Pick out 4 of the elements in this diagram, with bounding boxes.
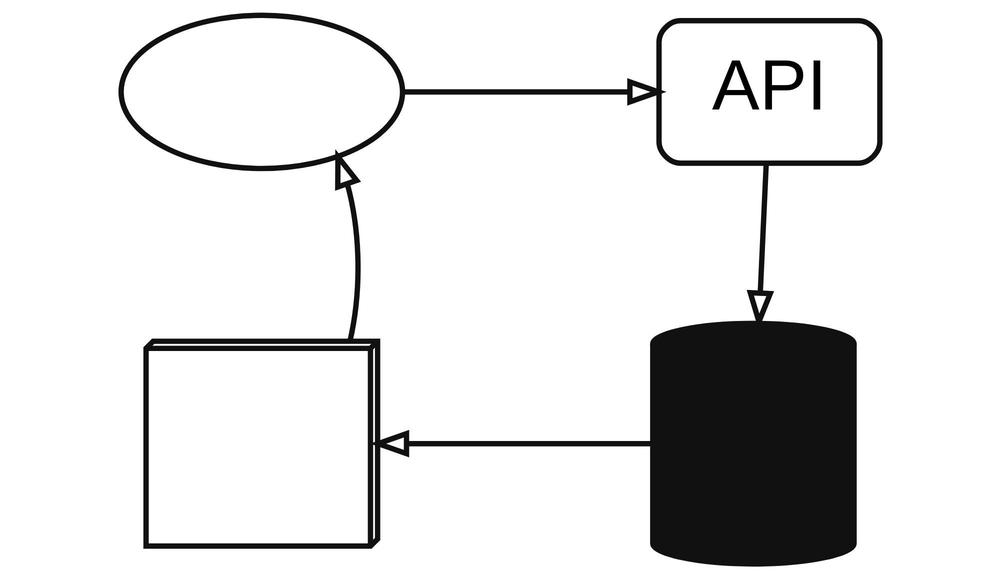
arrow: [402, 78, 666, 106]
node-cloud: [118, 12, 405, 172]
node-box: API: [656, 18, 882, 166]
arrow: [334, 149, 361, 342]
